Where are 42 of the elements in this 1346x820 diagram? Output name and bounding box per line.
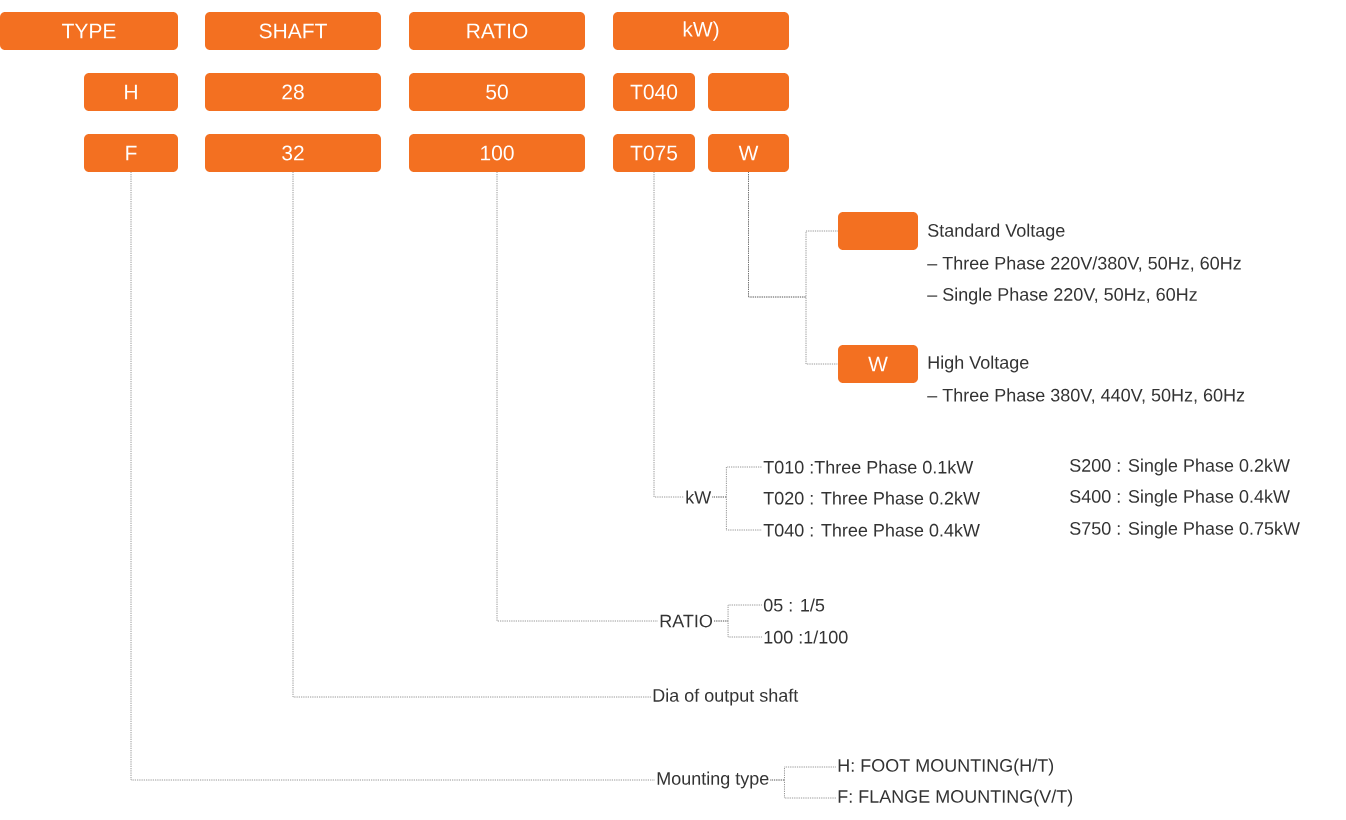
option-text: T010 :Three Phase 0.1kW xyxy=(763,460,974,474)
option-text: F: FLANGE MOUNTING(V/T) xyxy=(838,789,1073,807)
code-box: T075 xyxy=(613,134,695,172)
code-box: 50 xyxy=(409,73,585,111)
option-text: kW xyxy=(686,490,712,504)
code-box: 100 xyxy=(409,134,585,172)
connector-line xyxy=(292,171,652,698)
connector-line xyxy=(496,171,659,622)
code-box: 28 xyxy=(205,73,381,111)
option-text: Dia of output shaft xyxy=(653,688,799,706)
option-text: S750 : Single Phase 0.75kW xyxy=(1070,521,1300,539)
code-box: H xyxy=(84,73,178,111)
voltage-description: – Three Phase 220V/380V, 50Hz, 60Hz xyxy=(927,256,1241,272)
connector-line xyxy=(130,171,656,781)
connector-line xyxy=(712,496,763,531)
connector-line xyxy=(713,620,763,638)
option-text: S200 : Single Phase 0.2kW xyxy=(1070,458,1290,476)
code-box: RATIO xyxy=(409,12,585,50)
option-text: 100 :1/100 xyxy=(764,630,848,644)
code-box: 32 xyxy=(205,134,381,172)
option-text: S400 : Single Phase 0.4kW xyxy=(1070,489,1290,507)
code-box: kW) xyxy=(613,12,789,50)
code-box: W xyxy=(708,134,789,172)
voltage-description: Standard Voltage xyxy=(928,223,1065,241)
code-box: SHAFT xyxy=(205,12,381,50)
option-text: T020 : Three Phase 0.2kW xyxy=(763,491,980,505)
code-box: F xyxy=(84,134,178,172)
code-box: TYPE xyxy=(0,12,178,50)
option-text: T040 : Three Phase 0.4kW xyxy=(763,523,980,537)
connector-line xyxy=(770,779,837,799)
voltage-description: – Three Phase 380V, 440V, 50Hz, 60Hz xyxy=(927,388,1245,404)
option-text: 05 : 1/5 xyxy=(763,598,825,612)
connector-line xyxy=(748,171,839,365)
code-box: W xyxy=(838,345,918,383)
connector-line xyxy=(653,171,685,498)
code-box xyxy=(708,73,789,111)
option-text: RATIO xyxy=(660,614,712,628)
code-box: T040 xyxy=(613,73,695,111)
voltage-description: – Single Phase 220V, 50Hz, 60Hz xyxy=(927,287,1197,305)
option-text: Mounting type xyxy=(657,771,769,789)
option-text: H: FOOT MOUNTING(H/T) xyxy=(838,758,1054,776)
voltage-description: High Voltage xyxy=(928,355,1029,373)
